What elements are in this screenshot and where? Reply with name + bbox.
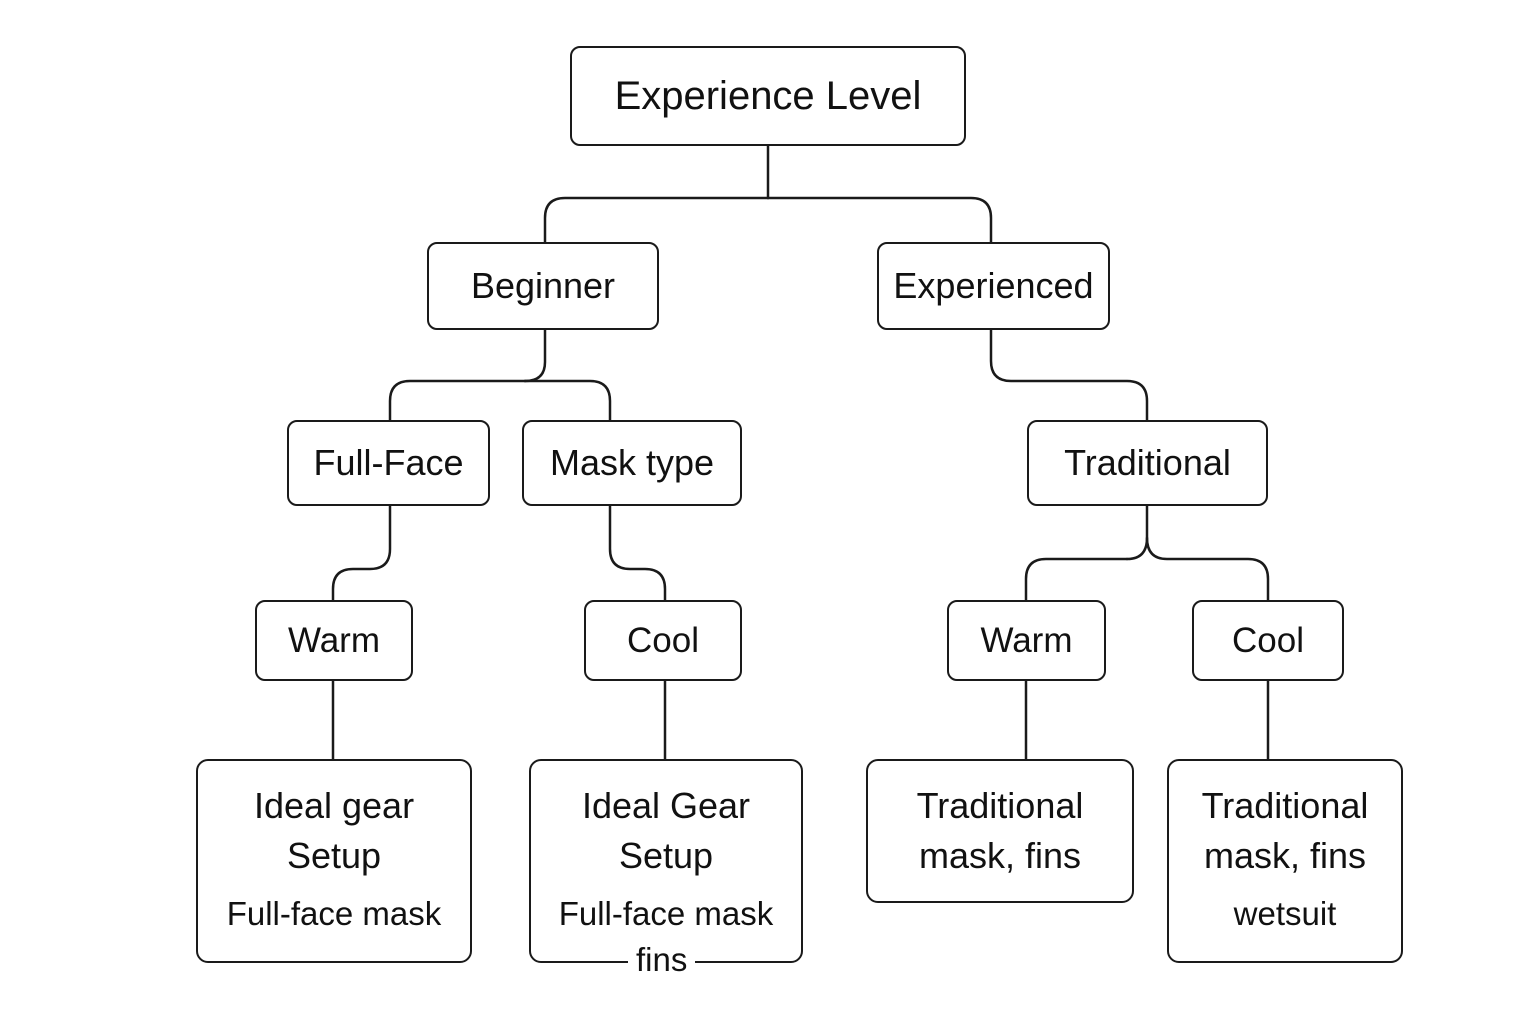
connector-traditional-to-cool — [1145, 536, 1270, 602]
outcome-title-line: Ideal gear — [253, 785, 415, 826]
warm-label: Warm — [980, 620, 1073, 660]
outcome-beginner-warm: Ideal gear Setup Full-face mask — [196, 759, 472, 963]
cool-label: Cool — [627, 620, 699, 660]
outcome-title-line: Traditional — [916, 785, 1084, 826]
connector-traditional-split — [1125, 504, 1149, 561]
connector-traditional-to-warm — [1024, 557, 1129, 602]
traditional-node: Traditional — [1027, 420, 1268, 506]
experienced-label: Experienced — [893, 265, 1094, 306]
beginner-node: Beginner — [427, 242, 659, 330]
experience-level-label: Experience Level — [614, 73, 922, 118]
experience-level-node: Experience Level — [570, 46, 966, 146]
outcome-beginner-cool: Ideal Gear Setup Full-face mask — [529, 759, 803, 963]
warm-label: Warm — [287, 620, 380, 660]
mask-type-node: Mask type — [522, 420, 742, 506]
cool-label: Cool — [1232, 620, 1304, 660]
outcome-title-line: Traditional — [1201, 785, 1369, 826]
outcome-detail-line: Full-face mask — [558, 895, 774, 932]
mask-type-label: Mask type — [549, 442, 715, 483]
outcome-experienced-cool: Traditional mask, fins wetsuit — [1167, 759, 1403, 963]
outcome-detail-overflow-line: fins — [628, 940, 696, 980]
traditional-label: Traditional — [1064, 442, 1231, 483]
connector-masktype-to-cool — [608, 504, 667, 602]
outcome-title-line: Setup — [286, 835, 382, 876]
outcome-detail-line: Full-face mask — [226, 895, 442, 932]
cool-node-beginner: Cool — [584, 600, 742, 681]
outcome-experienced-warm: Traditional mask, fins — [866, 759, 1134, 903]
experienced-node: Experienced — [877, 242, 1110, 330]
connector-root-to-experienced — [766, 196, 993, 244]
connector-experienced-to-traditional — [989, 328, 1149, 422]
outcome-detail-line: wetsuit — [1233, 895, 1337, 932]
full-face-node: Full-Face — [287, 420, 490, 506]
outcome-title-line: mask, fins — [918, 835, 1082, 876]
connector-beginner-split — [523, 328, 547, 383]
warm-node-experienced: Warm — [947, 600, 1106, 681]
outcome-title-line: Ideal Gear — [581, 785, 751, 826]
full-face-label: Full-Face — [313, 442, 464, 483]
outcome-title-line: mask, fins — [1203, 835, 1367, 876]
outcome-title-line: Setup — [618, 835, 714, 876]
connector-root-to-beginner — [543, 196, 770, 244]
connector-fullface-to-warm — [331, 504, 392, 602]
cool-node-experienced: Cool — [1192, 600, 1344, 681]
warm-node-beginner: Warm — [255, 600, 413, 681]
beginner-label: Beginner — [470, 265, 616, 306]
connector-beginner-to-fullface — [388, 379, 527, 422]
connector-beginner-to-masktype — [523, 379, 612, 422]
